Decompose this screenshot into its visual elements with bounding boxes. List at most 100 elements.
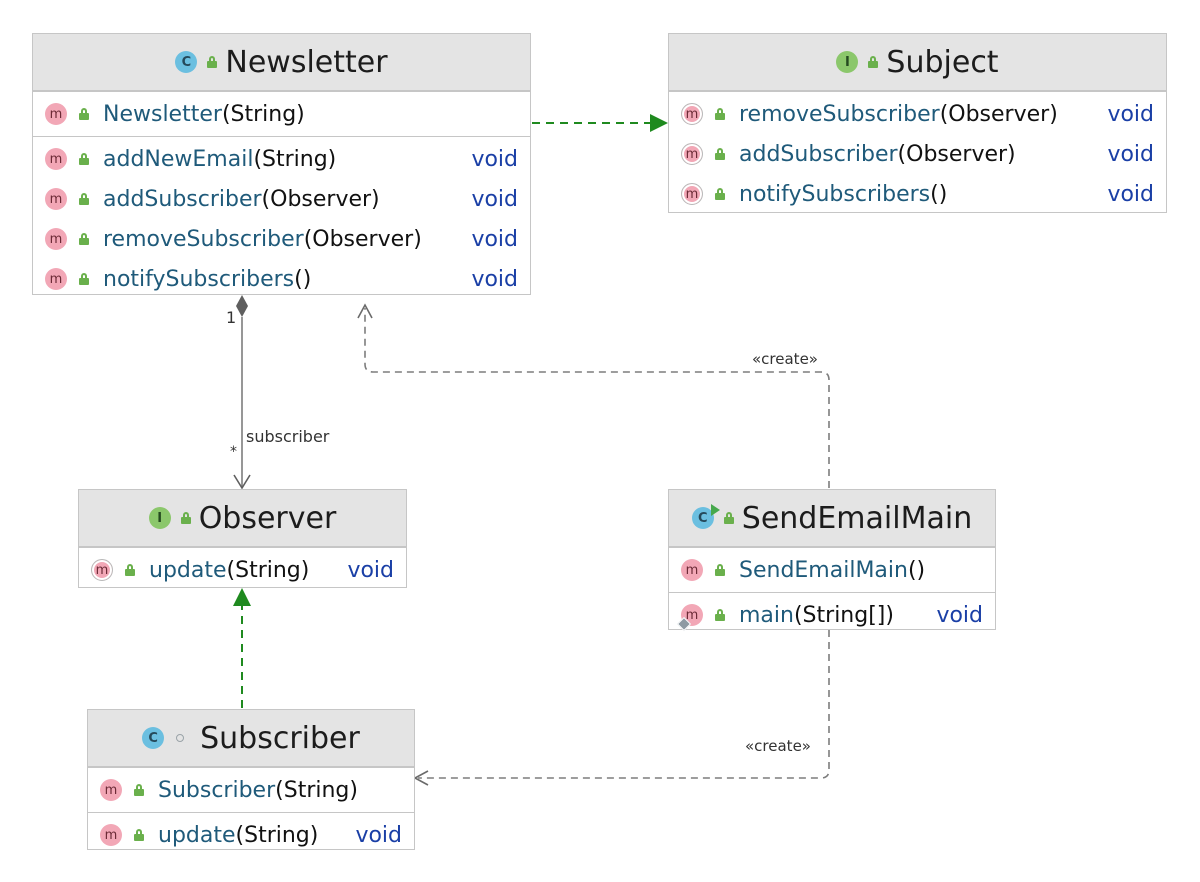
create-label-newsletter: «create» [752,350,818,368]
return-type: void [347,557,394,583]
class-send-email-main[interactable]: C SendEmailMain m SendEmailMain() m main… [668,489,996,632]
method-params: () [294,266,312,292]
constructor-section: m SendEmailMain() [669,547,995,592]
static-method-icon: m [676,604,703,632]
method-name: notifySubscribers [739,181,931,207]
composition-newsletter-observer: 1 * subscriber [226,295,330,490]
return-type: void [471,146,518,172]
return-type: void [471,186,518,212]
class-title-newsletter: Newsletter [225,44,388,80]
class-header-newsletter[interactable]: C Newsletter [33,34,530,91]
method-section: m addNewEmail(String) void m addSubscrib… [33,136,530,301]
realization-subscriber-observer [233,588,251,708]
method-name: addSubscriber [103,186,262,212]
return-type: void [1107,141,1154,167]
method-name: SendEmailMain [739,557,908,583]
method-row[interactable]: m removeSubscriber(Observer) void [669,94,1166,134]
method-row[interactable]: m notifySubscribers() void [669,174,1166,214]
constructor-section: m Subscriber(String) [88,767,414,812]
method-params: (Observer) [261,186,380,212]
public-lock-icon [79,108,89,120]
method-params: (Observer) [897,141,1016,167]
public-lock-icon [180,512,191,524]
method-name: addNewEmail [103,146,254,172]
method-row[interactable]: m addSubscriber(Observer) void [669,134,1166,174]
method-params: (String) [221,101,305,127]
public-lock-icon [868,56,879,68]
public-lock-icon [715,148,725,160]
method-name: update [158,822,236,848]
class-title-subscriber: Subscriber [200,720,360,756]
method-params: (String) [235,822,319,848]
runnable-class-icon: C [691,504,720,529]
public-lock-icon [207,56,218,68]
class-header-send-email-main[interactable]: C SendEmailMain [669,490,995,547]
dependency-create-newsletter: «create» [357,303,830,488]
method-icon: m [45,148,67,170]
method-params: (String) [253,146,337,172]
public-lock-icon [79,273,89,285]
method-name: update [149,557,227,583]
method-row[interactable]: m update(String) void [79,550,406,590]
class-header-observer[interactable]: I Observer [79,490,406,547]
method-icon: m [681,559,703,581]
class-title-subject: Subject [886,44,999,80]
abstract-method-icon: m [681,143,703,165]
public-lock-icon [79,193,89,205]
public-lock-icon [79,233,89,245]
return-type: void [936,602,983,628]
method-icon: m [100,779,122,801]
method-row[interactable]: m addSubscriber(Observer) void [33,179,530,219]
multiplicity-many: * [230,444,237,460]
return-type: void [1107,101,1154,127]
method-row[interactable]: m update(String) void [88,815,414,855]
class-subscriber[interactable]: C Subscriber m Subscriber(String) m upda… [87,709,415,850]
method-row[interactable]: m addNewEmail(String) void [33,139,530,179]
constructor-row[interactable]: m Newsletter(String) [33,94,530,134]
method-row[interactable]: m removeSubscriber(Observer) void [33,219,530,259]
interface-icon: I [836,51,859,73]
class-header-subscriber[interactable]: C Subscriber [88,710,414,767]
abstract-method-icon: m [91,559,113,581]
package-private-icon [176,734,185,742]
method-icon: m [45,188,67,210]
abstract-method-icon: m [681,103,703,125]
class-title-send-email-main: SendEmailMain [741,500,973,536]
method-params: (String[]) [793,602,894,628]
method-name: removeSubscriber [739,101,940,127]
method-icon: m [45,228,67,250]
create-label-subscriber: «create» [745,737,811,755]
method-params: () [907,557,926,583]
public-lock-icon [134,784,144,796]
return-type: void [471,266,518,292]
public-lock-icon [723,512,734,524]
method-row[interactable]: m notifySubscribers() void [33,259,530,299]
class-title-observer: Observer [198,500,337,536]
multiplicity-one: 1 [226,308,236,327]
interface-subject[interactable]: I Subject m removeSubscriber(Observer) v… [668,33,1167,213]
method-params: () [930,181,948,207]
method-section: m update(String) void [79,547,406,592]
method-params: (String) [226,557,310,583]
public-lock-icon [715,108,725,120]
method-row[interactable]: m main(String[]) void [669,595,995,635]
realization-newsletter-subject [532,114,668,132]
role-label-subscriber: subscriber [246,427,330,446]
class-newsletter[interactable]: C Newsletter m Newsletter(String) m addN… [32,33,531,295]
method-name: main [739,602,794,628]
method-name: Subscriber [158,777,276,803]
public-lock-icon [125,564,135,576]
interface-observer[interactable]: I Observer m update(String) void [78,489,407,588]
constructor-row[interactable]: m Subscriber(String) [88,770,414,810]
public-lock-icon [134,829,144,841]
class-header-subject[interactable]: I Subject [669,34,1166,91]
constructor-section: m Newsletter(String) [33,91,530,136]
method-section: m main(String[]) void [669,592,995,637]
dependency-create-subscriber: «create» [413,630,830,786]
interface-icon: I [148,507,171,529]
constructor-row[interactable]: m SendEmailMain() [669,550,995,590]
method-section: m update(String) void [88,812,414,857]
abstract-method-icon: m [681,183,703,205]
method-icon: m [45,268,67,290]
